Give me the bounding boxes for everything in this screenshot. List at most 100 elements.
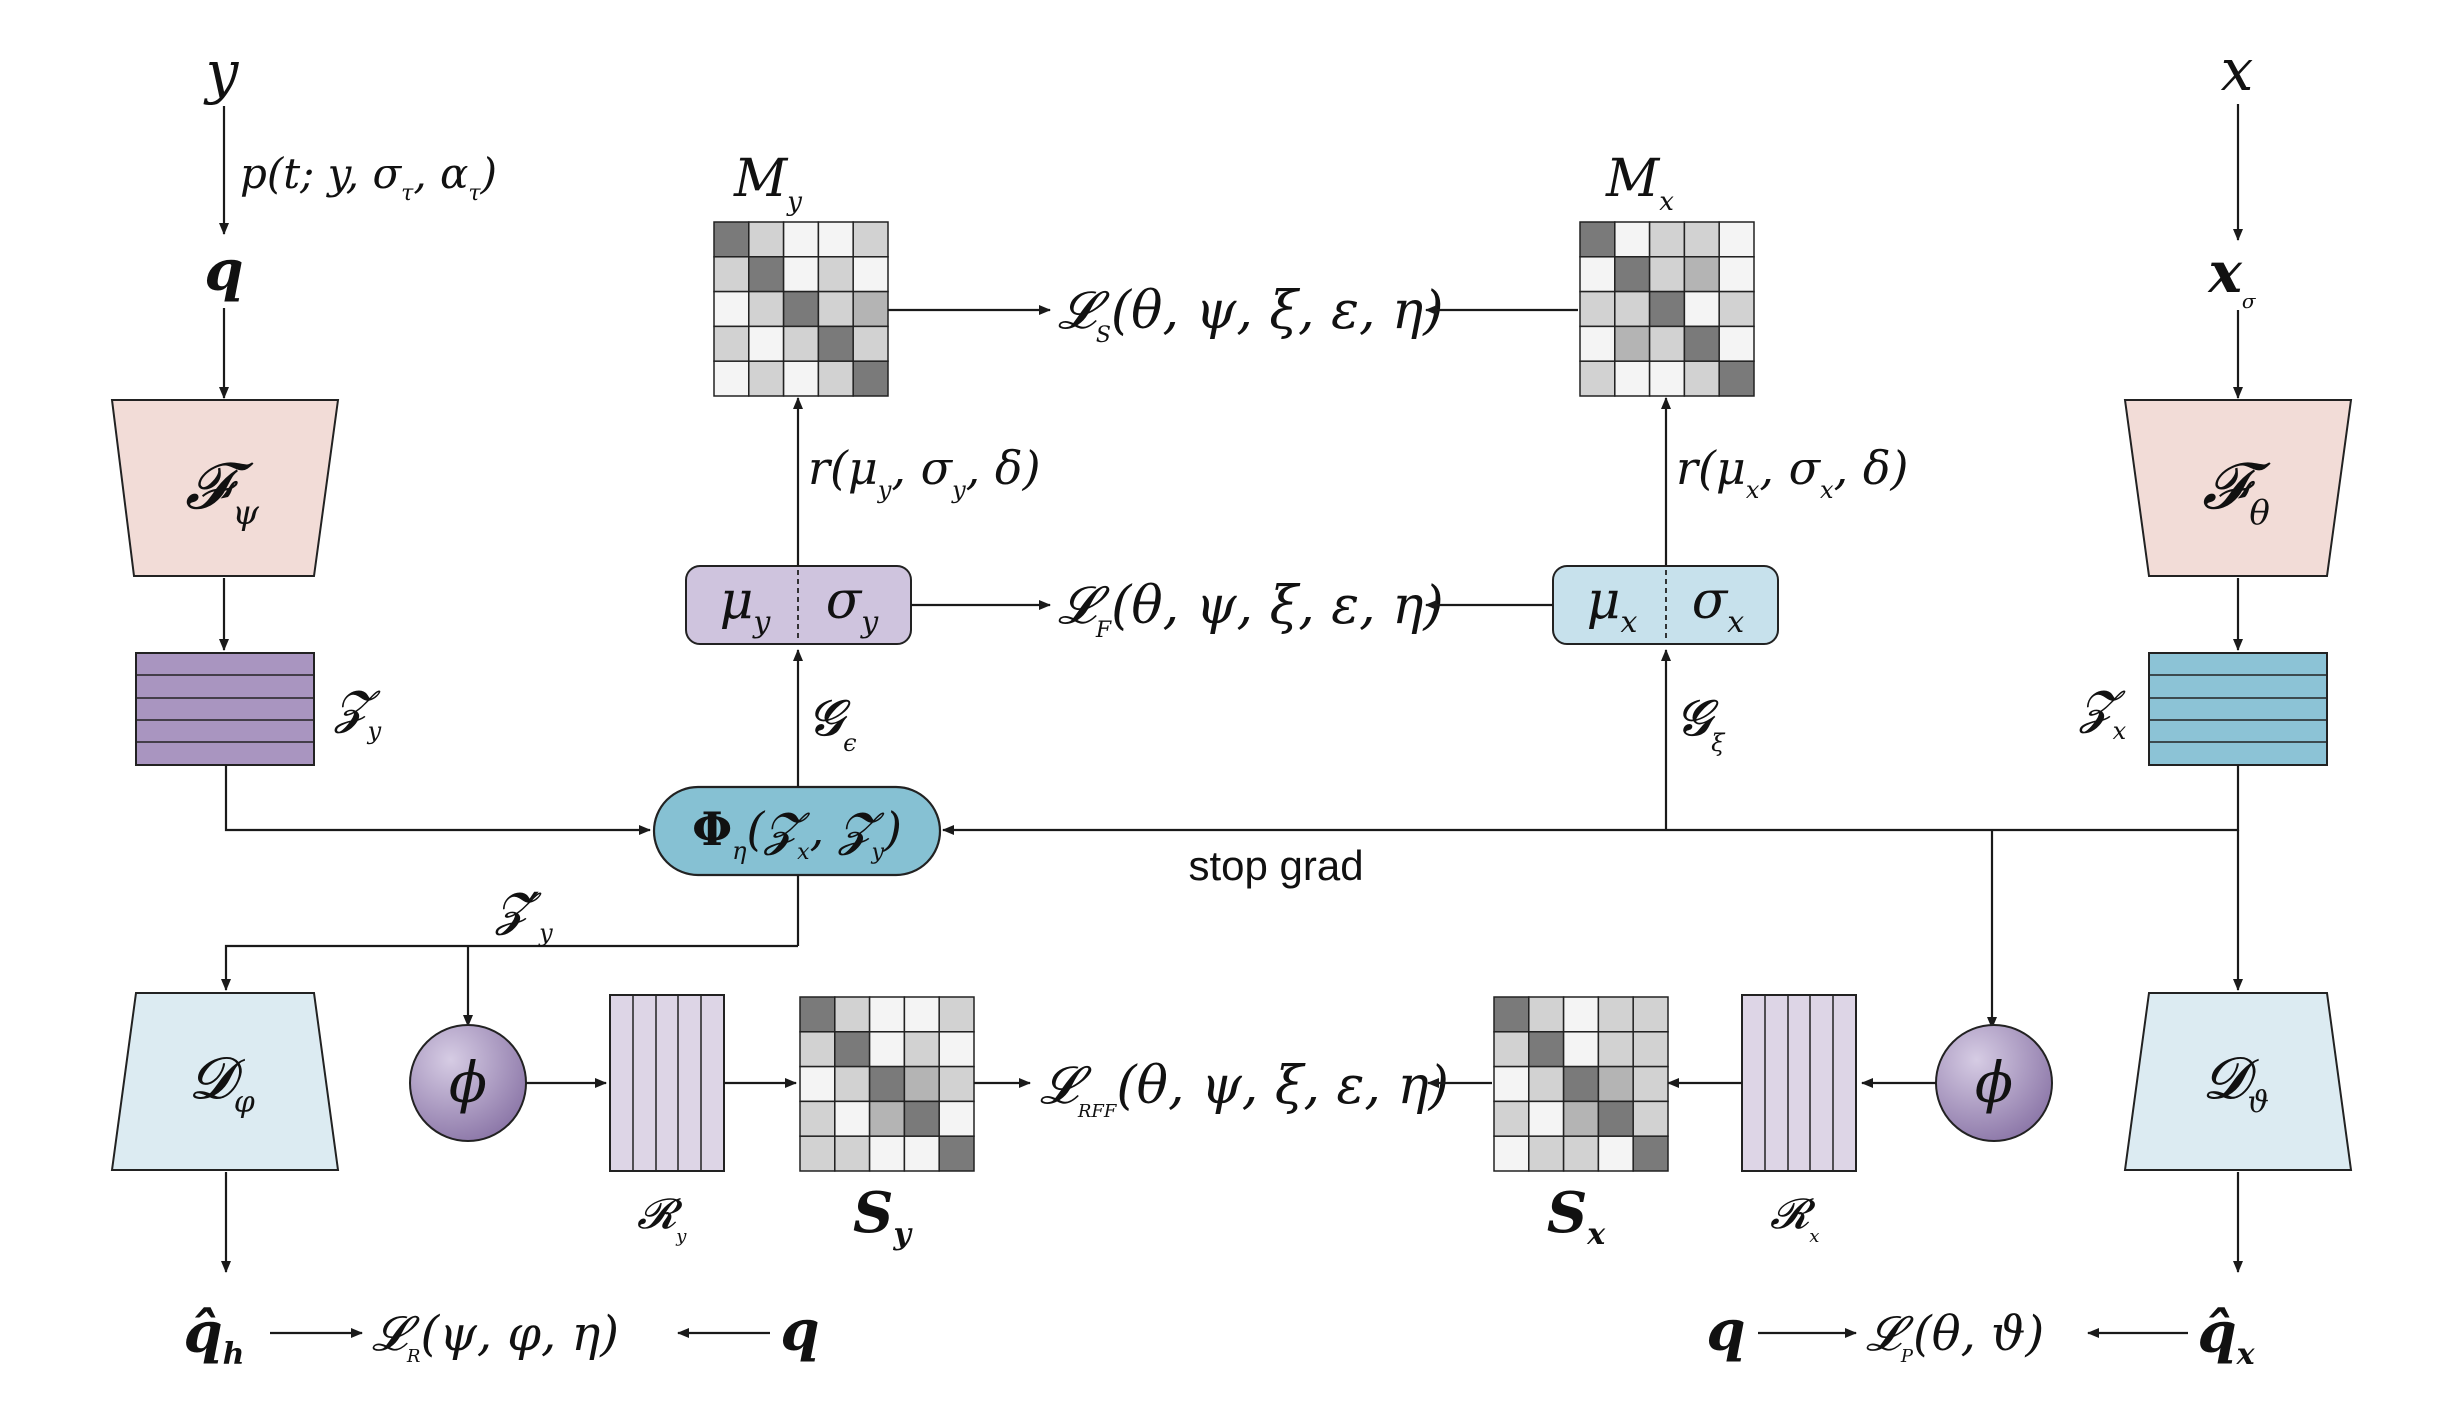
svg-text:Φη(𝓩x, 𝓩y): Φη(𝓩x, 𝓩y): [692, 802, 902, 865]
matrix-cell: [1493, 1031, 1530, 1068]
M-y-label: My: [733, 149, 802, 217]
matrix-cell: [852, 221, 889, 258]
r-y-label: r(μy, σy, δ): [808, 441, 1041, 504]
matrix-cell: [748, 325, 785, 362]
x-sigma-label: xσ: [2207, 240, 2256, 313]
matrix-cell: [1683, 325, 1720, 362]
mu-sigma-x-box: μx σx: [1552, 565, 1779, 645]
matrix-cell: [1579, 325, 1616, 362]
matrix-cell: [903, 1135, 940, 1172]
matrix-cell: [799, 1100, 836, 1137]
matrix-cell: [817, 325, 854, 362]
svg-text:μx: μx: [1587, 571, 1638, 640]
matrix-cell: [748, 256, 785, 293]
G-xi-label: 𝓖ξ: [1676, 689, 1726, 757]
matrix-cell: [799, 996, 836, 1033]
matrix-cell: [1614, 221, 1651, 258]
matrix-cell: [1493, 1135, 1530, 1172]
matrix-cell: [748, 290, 785, 328]
matrix-cell: [1528, 1135, 1565, 1172]
matrix-cell: [782, 325, 820, 362]
latent-Z-x: [2148, 652, 2328, 766]
svg-text:ϕ: ϕ: [1975, 1051, 2013, 1116]
svg-text:σy: σy: [826, 571, 880, 640]
matrix-cell: [817, 221, 854, 258]
matrix-cell: [748, 221, 785, 258]
matrix-cell: [713, 221, 750, 258]
matrix-cell: [903, 996, 940, 1033]
matrix-cell: [1632, 1100, 1669, 1137]
matrix-cell: [1597, 1031, 1634, 1068]
matrix-cell: [1614, 290, 1651, 328]
matrix-cell: [1579, 360, 1616, 397]
Z-prime-label: 𝓩′y: [495, 882, 553, 947]
matrix-cell: [938, 1100, 975, 1137]
matrix-cell: [1632, 1031, 1669, 1068]
q-top-label: q: [204, 238, 243, 304]
matrix-cell: [817, 290, 854, 328]
matrix-cell: [1562, 1135, 1600, 1172]
matrix-cell: [1718, 360, 1755, 397]
loss-L-rff: 𝓛RFF(θ, ψ, ξ, ε, η): [1040, 1056, 1449, 1122]
matrix-cell: [817, 360, 854, 397]
matrix-cell: [1579, 290, 1616, 328]
G-eps-label: 𝓖ϵ: [808, 689, 857, 757]
phi-node-left: ϕ: [409, 1024, 527, 1142]
q-hat-h-label: q̂h: [184, 1300, 245, 1372]
stop-grad-label: stop grad: [1188, 842, 1363, 889]
matrix-cell: [903, 1065, 940, 1103]
y-input-label: y: [203, 38, 240, 106]
matrix-cell: [1579, 256, 1616, 293]
q-bottom-right-label: q: [1706, 1298, 1745, 1364]
matrix-cell: [1614, 256, 1651, 293]
matrix-cell: [1579, 221, 1616, 258]
matrix-cell: [1718, 221, 1755, 258]
matrix-cell: [1648, 325, 1686, 362]
decoder-D-theta: 𝓓ϑ: [2123, 992, 2353, 1171]
matrix-cell: [782, 360, 820, 397]
matrix-cell: [938, 1135, 975, 1172]
matrix-cell: [1614, 325, 1651, 362]
loss-L-p: 𝓛P(θ, ϑ): [1866, 1306, 2044, 1367]
matrix-cell: [1597, 1065, 1634, 1103]
S-x-label: Sx: [1547, 1180, 1606, 1252]
p-func-label: p(t; y, στ, ατ): [240, 149, 497, 206]
phi-node-right: ϕ: [1935, 1024, 2053, 1142]
matrix-cell: [1562, 996, 1600, 1033]
matrix-cell: [938, 996, 975, 1033]
matrix-cell: [713, 290, 750, 328]
matrix-S-y: [799, 996, 975, 1172]
arrow-Zprime-to-D-phi: [221, 944, 798, 991]
matrix-cell: [903, 1100, 940, 1137]
matrix-cell: [1597, 1135, 1634, 1172]
matrix-cell: [852, 360, 889, 397]
matrix-cell: [1648, 256, 1686, 293]
matrix-cell: [1528, 1100, 1565, 1137]
rff-R-x: [1741, 994, 1857, 1172]
matrix-cell: [1648, 221, 1686, 258]
encoder-F-theta: 𝓕θ: [2123, 399, 2353, 577]
matrix-cell: [868, 1100, 906, 1137]
S-y-label: Sy: [853, 1180, 913, 1252]
Z-y-label: 𝓩y: [334, 680, 382, 745]
q-bottom-left-label: q: [780, 1298, 819, 1364]
matrix-cell: [1597, 996, 1634, 1033]
matrix-cell: [834, 1031, 871, 1068]
fusion-node-Phi: Φη(𝓩x, 𝓩y): [652, 785, 942, 877]
matrix-cell: [1718, 290, 1755, 328]
svg-text:σx: σx: [1692, 571, 1745, 640]
matrix-cell: [834, 1100, 871, 1137]
matrix-cell: [1683, 256, 1720, 293]
matrix-cell: [852, 290, 889, 328]
matrix-cell: [1528, 1031, 1565, 1068]
svg-text:ϕ: ϕ: [449, 1051, 487, 1116]
matrix-cell: [938, 1031, 975, 1068]
matrix-cell: [868, 1065, 906, 1103]
matrix-cell: [1718, 256, 1755, 293]
matrix-cell: [1718, 325, 1755, 362]
matrix-cell: [799, 1135, 836, 1172]
matrix-cell: [868, 1135, 906, 1172]
matrix-cell: [903, 1031, 940, 1068]
matrix-cell: [1632, 1065, 1669, 1103]
